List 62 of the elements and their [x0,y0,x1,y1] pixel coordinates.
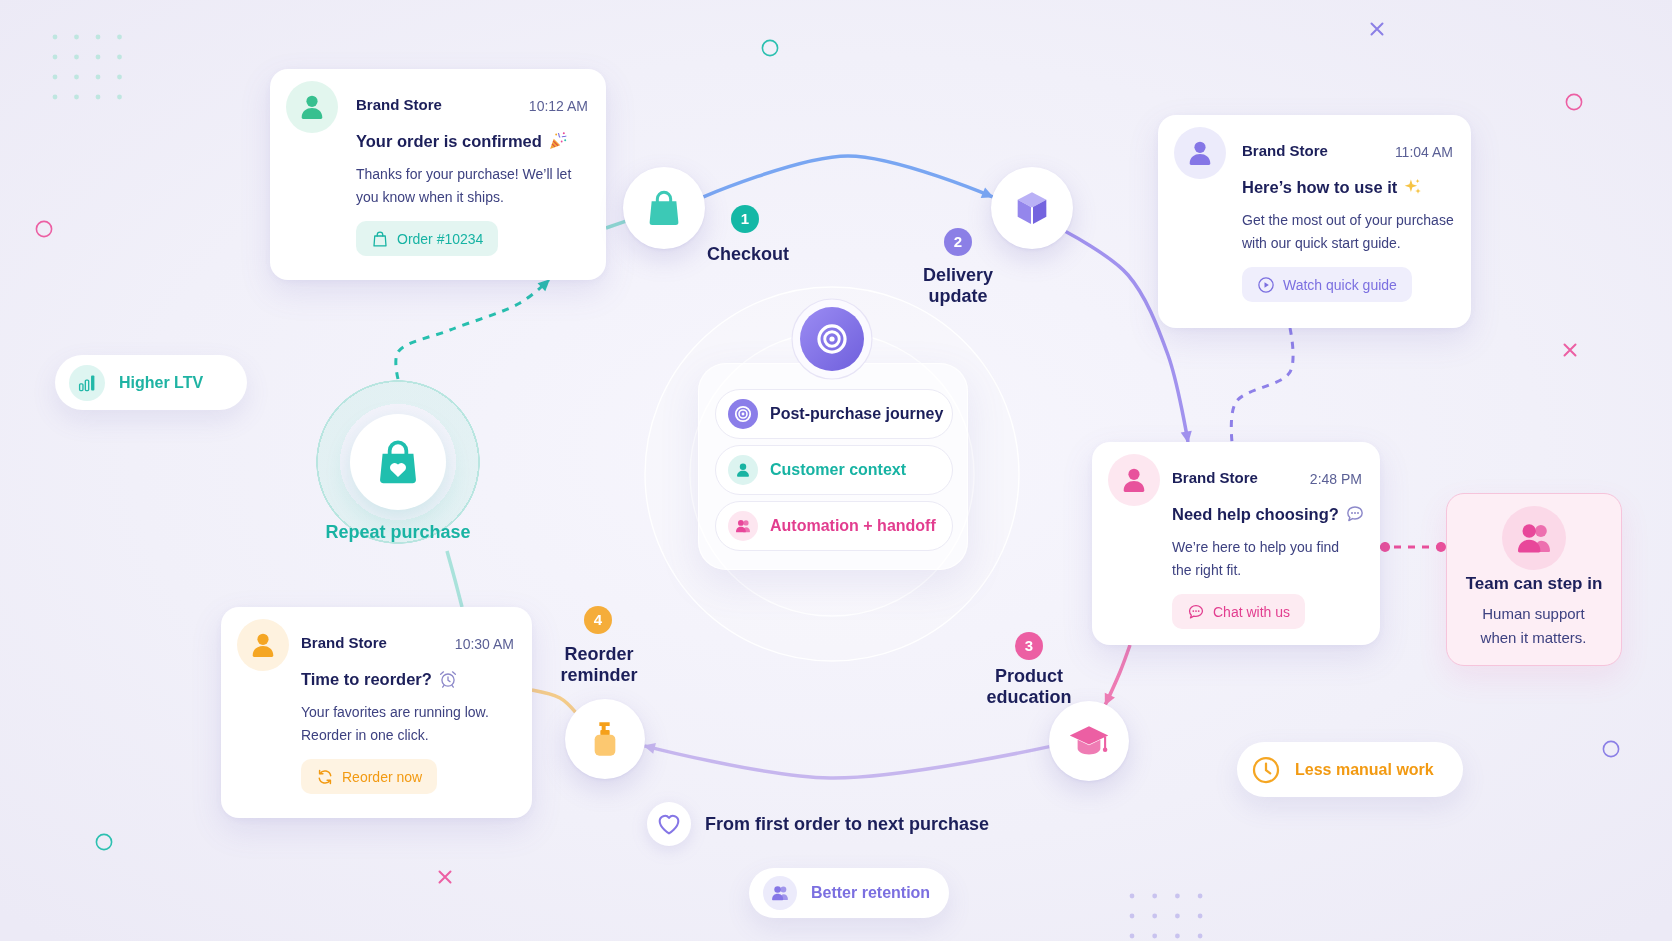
benefit-pill [749,868,949,918]
feature-label: Automation + handoff [770,517,936,535]
message-card [1092,442,1380,645]
message-title: Here’s how to use it [1242,177,1398,198]
message-text: Get the most out of your purchase with our quick start guide. [1242,211,1455,253]
step-number-badge: 3 [1015,632,1043,660]
connector-line [531,688,577,714]
feature-row [715,389,953,439]
journey-panel [698,363,968,570]
message-title: Time to reorder? [301,669,432,690]
dashed-arrow [394,278,551,380]
sender-name: Brand Store [356,96,442,114]
support-card [1446,493,1622,666]
feature-label: Customer context [770,461,907,479]
support-text: Human support when it matters. [1479,604,1588,648]
message-text: Your favorites are running low. Reorder in one click. [301,703,490,745]
order-button: Order #10234 [356,221,499,256]
message-card [1158,115,1471,328]
timestamp: 2:48 PM [1309,470,1362,488]
sender-name: Brand Store [301,634,387,652]
arrow [1103,644,1132,706]
message-card [270,69,606,280]
connector-line [605,219,626,230]
tagline: From first order to next purchase [705,813,990,835]
connector-line [445,550,464,608]
step-number-badge: 2 [944,228,972,256]
step-circle [1049,701,1129,781]
step-circle [991,167,1073,249]
feature-row [715,445,953,495]
benefit-label: Less manual work [1295,760,1434,779]
step-number-badge: 1 [731,205,759,233]
timestamp: 10:12 AM [528,97,588,115]
guide-button: Watch quick guide [1242,267,1412,302]
arrow [643,743,1050,780]
step-label: Repeat purchase [324,521,472,543]
benefit-label: Higher LTV [119,373,204,392]
support-title: Team can step in [1464,574,1604,594]
message-text: Thanks for your purchase! We’ll let you know when it ships. [356,165,573,207]
message-text: We’re here to help you find the right fit. [1172,538,1341,580]
message-card [221,607,532,818]
step-label: Product education [985,666,1073,708]
dashed-connector-line [1229,327,1295,443]
message-title: Your order is confirmed [356,131,542,152]
arrow [702,154,994,199]
sender-name: Brand Store [1242,142,1328,160]
step-label: Reorder reminder [559,644,639,686]
dashed-dot-ended-connector [1380,541,1446,553]
benefit-label: Better retention [811,884,931,902]
step-label: Checkout [706,244,790,265]
timestamp: 10:30 AM [454,635,514,653]
arrow [1064,229,1192,444]
chat-button: Chat with us [1172,594,1306,629]
timestamp: 11:04 AM [1394,143,1453,161]
step-label: Delivery update [921,265,995,307]
feature-label: Post-purchase journey [770,405,944,423]
message-title: Need help choosing? [1172,504,1339,525]
sender-name: Brand Store [1172,469,1258,487]
step-circle [623,167,705,249]
step-circle [565,699,645,779]
step-number-badge: 4 [584,606,612,634]
feature-row [715,501,953,551]
reorder-button: Reorder now [301,759,438,794]
